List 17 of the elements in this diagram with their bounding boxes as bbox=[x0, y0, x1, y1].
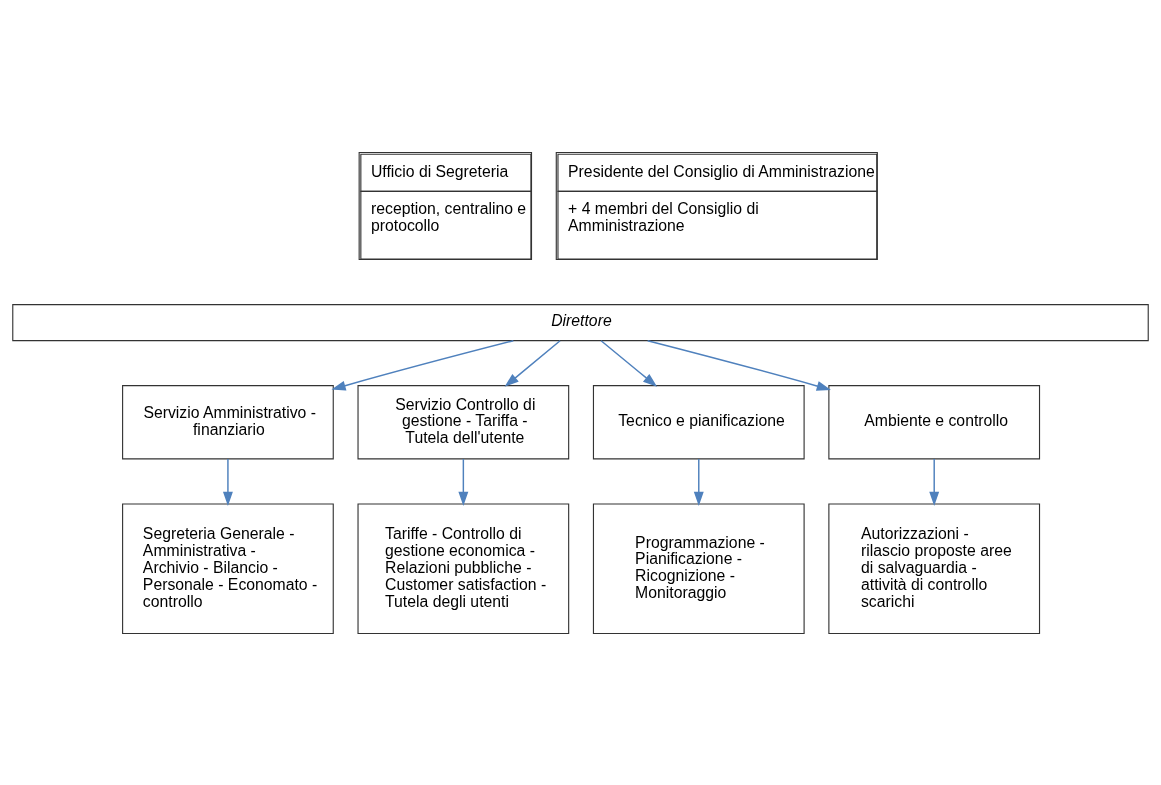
arrow bbox=[929, 457, 940, 506]
node-box: Segreteria Generale - Amministrativa - Archivio - Bilancio - Personale - Economato - controllo bbox=[122, 502, 334, 634]
node-box: Programmazione - Pianificazione - Ricognizione - Monitoraggio bbox=[592, 502, 805, 634]
node-box: Servizio Amministrativo - finanziario bbox=[122, 384, 334, 459]
node-box: Direttore bbox=[12, 303, 1149, 341]
node-box: Servizio Controllo di gestione - Tariffa - Tutela dell'utente bbox=[357, 384, 570, 459]
node-box: Tariffe - Controllo di gestione economica - Relazioni pubbliche - Customer satisfaction - Tutela degli utenti bbox=[357, 502, 570, 634]
arrow bbox=[600, 339, 658, 387]
arrow bbox=[693, 457, 704, 506]
arrow bbox=[504, 339, 561, 387]
arrow bbox=[458, 457, 469, 506]
arrow bbox=[331, 339, 515, 390]
node-box: Tecnico e pianificazione bbox=[592, 384, 805, 459]
arrow bbox=[222, 457, 233, 506]
node-box: Autorizzazioni - rilascio proposte aree di salvaguardia - attività di controllo scarichi bbox=[828, 502, 1041, 634]
arrow bbox=[646, 339, 831, 391]
node-box: Ambiente e controllo bbox=[828, 384, 1041, 459]
